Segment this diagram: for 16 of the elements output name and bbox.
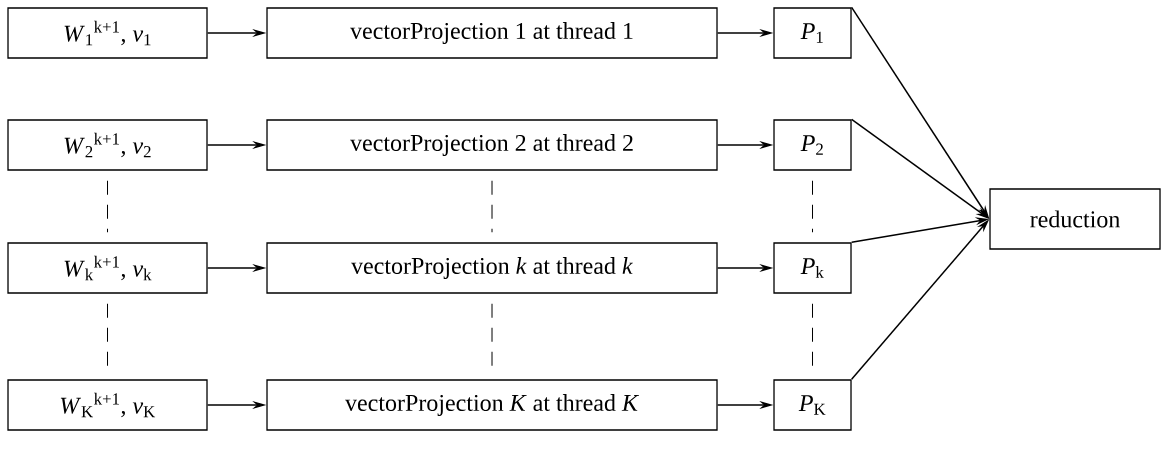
dashed-line: [812, 180, 813, 233]
process-box: P$_{1}$: [773, 7, 852, 59]
process-box: vectorProjection K at thread K: [266, 379, 718, 431]
process-box: W$_{K}$$^{k+1}$, v$_{K}$: [7, 379, 208, 431]
process-box: W$_{1}$$^{k+1}$, v$_{1}$: [7, 7, 208, 59]
process-box: W$_{k}$$^{k+1}$, v$_{k}$: [7, 242, 208, 294]
process-box: P$_{2}$: [773, 119, 852, 171]
process-box: vectorProjection 2 at thread 2: [266, 119, 718, 171]
process-box: vectorProjection 1 at thread 1: [266, 7, 718, 59]
dashed-line: [491, 180, 493, 233]
dashed-line: [107, 180, 108, 233]
process-box: W$_{2}$$^{k+1}$, v$_{2}$: [7, 119, 208, 171]
process-box: vectorProjection k at thread k: [266, 242, 718, 294]
process-box: P$_{K}$: [773, 379, 852, 431]
process-box: P$_{k}$: [773, 242, 852, 294]
process-box: reduction: [989, 188, 1161, 250]
